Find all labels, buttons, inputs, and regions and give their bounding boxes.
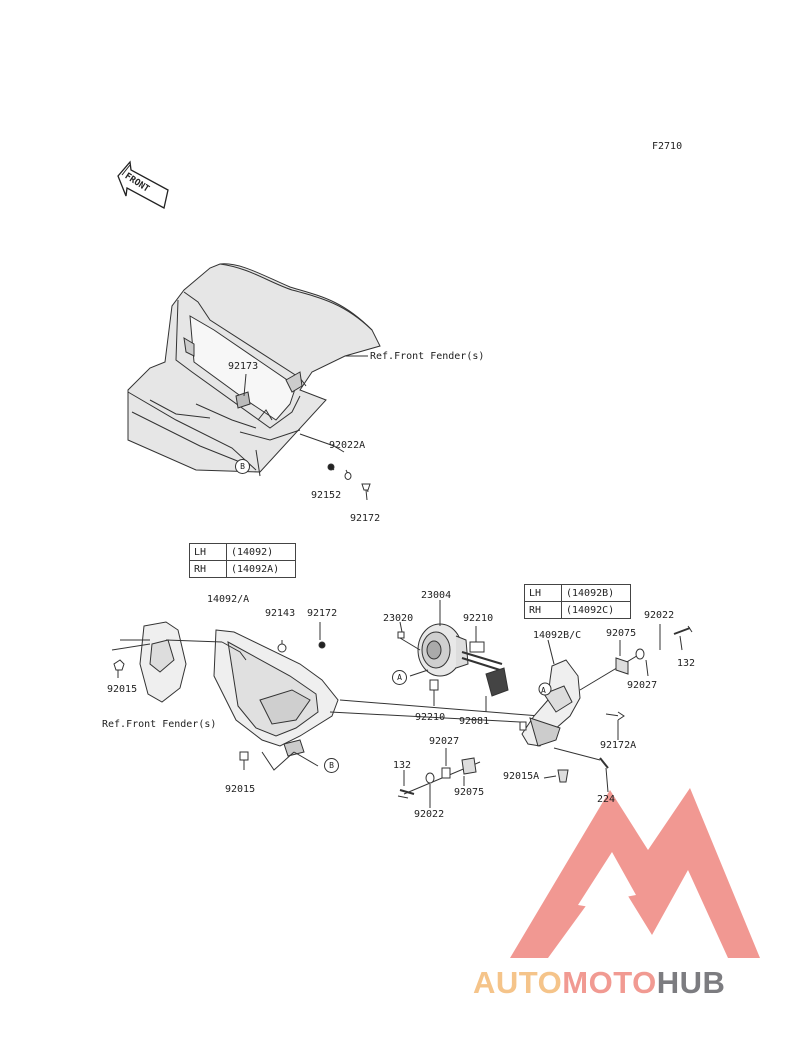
lh-rh-table-right: LH (14092B) RH (14092C) [524,584,631,619]
part-92143: 92143 [265,608,296,619]
part-92172A: 92172A [600,740,637,751]
part-92075-bottom: 92075 [454,787,485,798]
callout-b-top: B [235,459,250,474]
watermark-part-auto: AUTO [473,965,563,1000]
callout-a-left: A [392,670,407,685]
part-23020: 23020 [383,613,414,624]
part-14092A: 14092/A [207,594,250,605]
ref-front-fender-top: Ref.Front Fender(s) [370,351,485,362]
part-132-right: 132 [677,658,696,669]
front-arrow-icon [117,160,169,209]
table-cell: LH [524,584,562,602]
table-cell: RH [189,560,227,578]
part-23004: 23004 [421,590,452,601]
part-92152: 92152 [311,490,342,501]
part-92172-top: 92172 [350,513,381,524]
table-row: RH (14092A) [189,560,296,578]
table-cell: (14092C) [561,601,631,619]
fender-plate-drawing [111,621,187,703]
table-row: LH (14092) [189,543,296,561]
part-92022A: 92022A [329,440,366,451]
watermark-part-hub: HUB [656,965,726,1000]
part-92027-bottom: 92027 [429,736,460,747]
svg-text:A: A [541,686,546,695]
table-cell: (14092) [226,543,296,561]
part-92022-bottom: 92022 [414,809,445,820]
left-bracket-drawing [213,629,339,757]
watermark-part-moto: MOTO [562,965,657,1000]
part-92022-right: 92022 [644,610,675,621]
table-cell: (14092A) [226,560,296,578]
part-92173: 92173 [228,361,259,372]
lh-rh-table-left: LH (14092) RH (14092A) [189,543,296,578]
table-row: LH (14092B) [524,584,631,602]
part-92172-mid: 92172 [307,608,338,619]
horn-drawing [417,623,509,697]
part-92015-bottom: 92015 [225,784,256,795]
part-92015A: 92015A [503,771,540,782]
diagram-code: F2710 [652,141,683,152]
part-14092BC: 14092B/C [533,630,582,641]
part-92210-top: 92210 [463,613,494,624]
callout-b-bottom: B [324,758,339,773]
watermark-brand: AUTOMOTOHUB [473,965,725,1001]
table-cell: LH [189,543,227,561]
right-bracket-drawing [521,639,581,747]
table-cell: RH [524,601,562,619]
part-92015-left: 92015 [107,684,138,695]
ref-front-fender-left: Ref.Front Fender(s) [102,719,217,730]
table-cell: (14092B) [561,584,631,602]
part-92210-bottom: 92210 [415,712,446,723]
part-92075-top: 92075 [606,628,637,639]
part-224: 224 [597,794,616,805]
table-row: RH (14092C) [524,601,631,619]
part-132-left: 132 [393,760,412,771]
watermark-logo-icon [510,788,760,958]
part-92027-right: 92027 [627,680,658,691]
part-92081: 92081 [459,716,490,727]
